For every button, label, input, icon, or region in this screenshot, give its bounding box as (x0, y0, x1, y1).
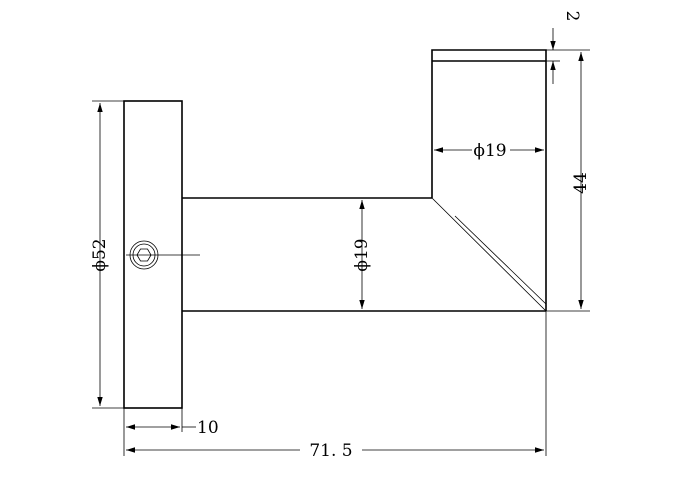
dim-base-thickness: 10 (123, 408, 219, 456)
dim-overall-length-label: 71. 5 (309, 441, 352, 461)
dim-base-thickness-label: 10 (197, 418, 219, 438)
dim-arm-diameter: ϕ19 (352, 200, 372, 309)
hook-upright (431, 49, 547, 311)
dim-arm-diameter-label: ϕ19 (352, 238, 372, 271)
dim-base-diameter: ϕ52 (90, 100, 124, 409)
dim-tip-diameter: ϕ19 (434, 141, 544, 161)
dim-overall-length: 71. 5 (126, 311, 547, 461)
dim-base-diameter-label: ϕ52 (90, 238, 110, 271)
base-plate (123, 100, 183, 409)
hex-socket-set-screw-icon (126, 240, 200, 270)
dim-cap-thickness: 2 (546, 11, 582, 84)
dim-overall-height: 44 (546, 49, 591, 312)
dim-tip-diameter-label: ϕ19 (473, 141, 506, 161)
dim-overall-height-label: 44 (571, 172, 591, 194)
dim-cap-thickness-label: 2 (562, 11, 582, 22)
hook-arm (182, 197, 546, 312)
hook-chamfer (431, 197, 547, 312)
